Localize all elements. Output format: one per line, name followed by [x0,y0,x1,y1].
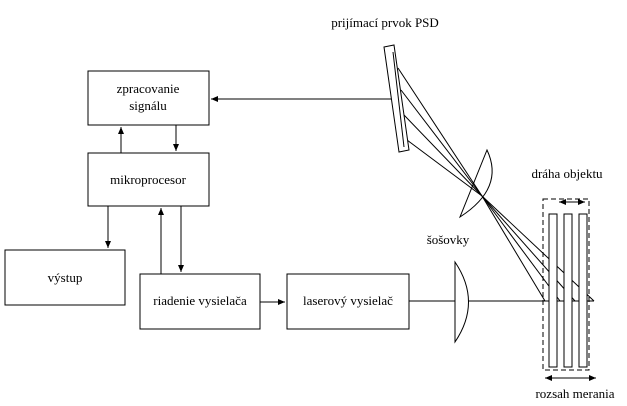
laser-control-label: riadenie vysielača [153,293,247,308]
psd-sensor [383,44,410,153]
signal-processing-label-line1: zpracovanie [117,81,180,96]
transmitter-lens [454,260,469,344]
reflected-rays [481,195,595,302]
signal-processing-label-line2: signálu [129,98,167,113]
object-position-near [548,213,558,368]
laser-transmitter-block: laserový vysielač [286,273,410,330]
signal-processing-block: zpracovanie signálu [87,70,210,126]
laser-transmitter-label: laserový vysielač [303,293,393,308]
measuring-range-label: rozsah merania [535,386,614,401]
measuring-area [542,198,590,371]
object-position-far [578,213,588,368]
receiver-lens [458,148,493,219]
object-position-mid [563,213,573,368]
microprocessor-label: mikroprocesor [110,172,186,187]
output-label: výstup [48,270,83,285]
laser-control-block: riadenie vysielača [139,273,261,330]
output-block: výstup [4,249,126,306]
object-path-label: dráha objektu [531,166,603,181]
microprocessor-block: mikroprocesor [87,152,210,207]
psd-label: prijímací prvok PSD [331,15,439,30]
focused-rays [397,67,483,197]
lenses-label: šošovky [427,232,470,247]
